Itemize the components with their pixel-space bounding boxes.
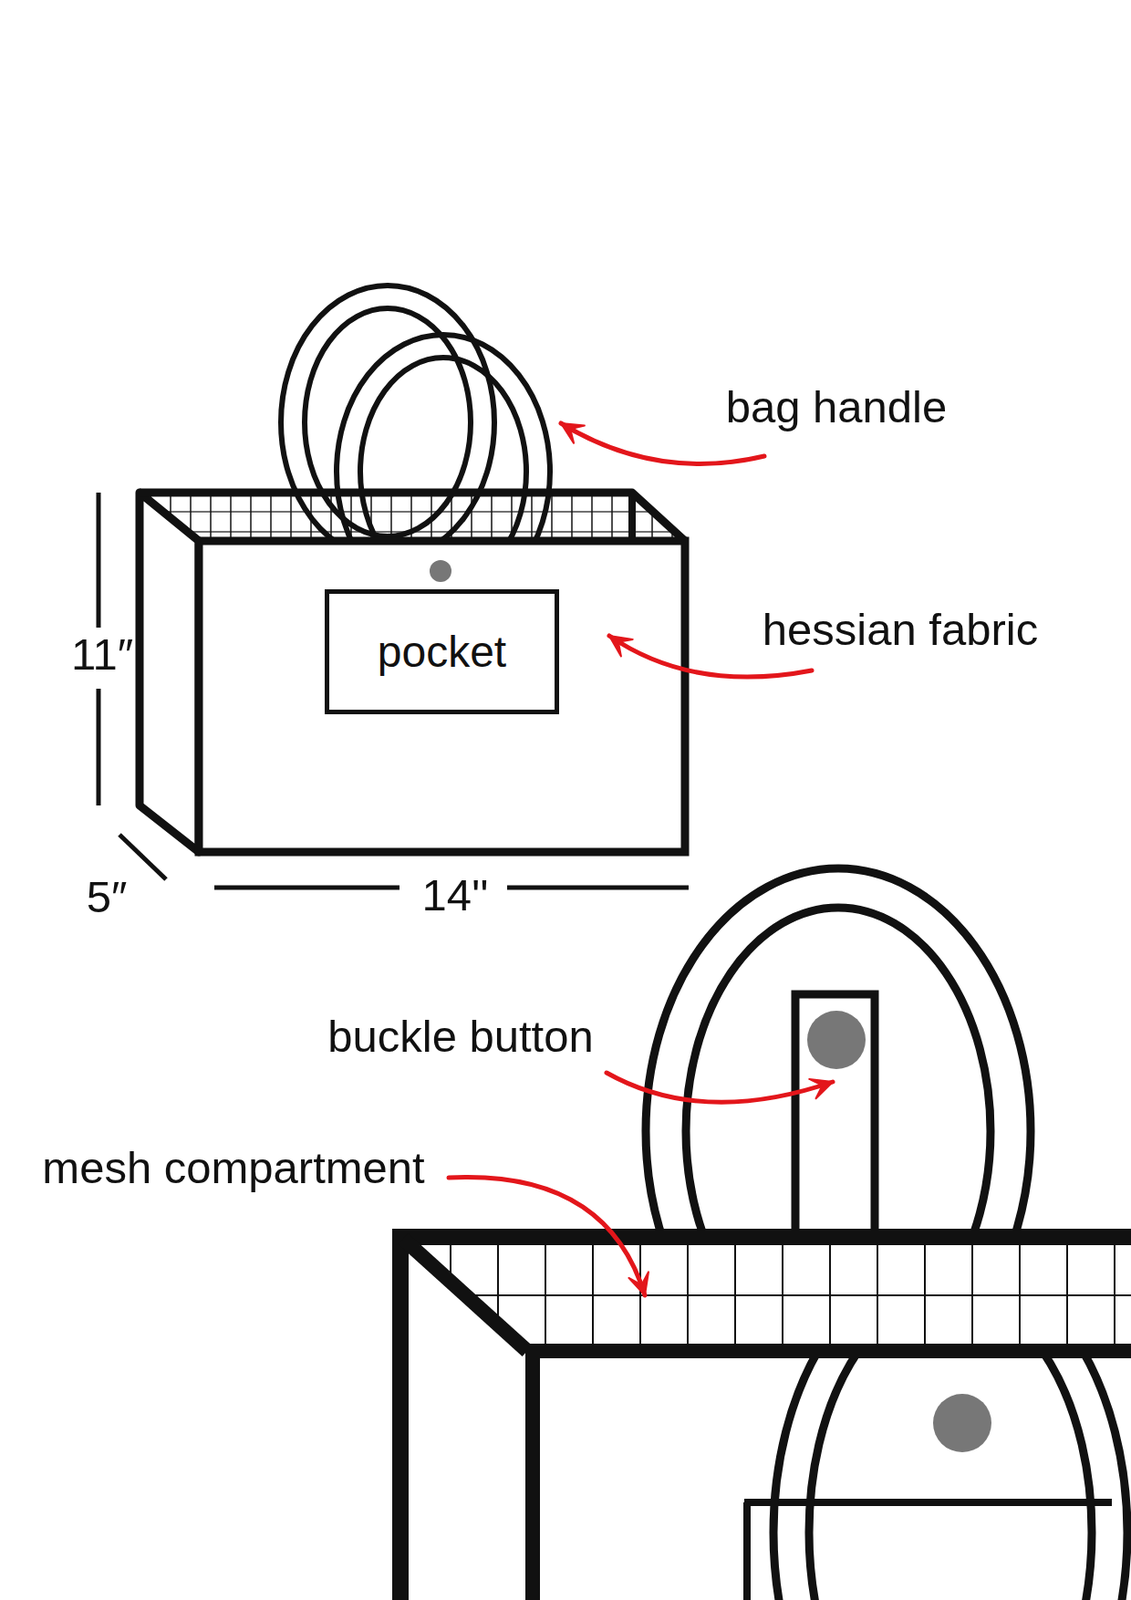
zoom-back-edge xyxy=(392,1228,1131,1246)
leader-arrowhead xyxy=(560,423,585,444)
pocket-button xyxy=(933,1393,992,1453)
leader-line xyxy=(606,1072,833,1102)
zoom-front-edge xyxy=(525,1343,1131,1359)
callout-label: mesh compartment xyxy=(41,1143,425,1194)
top-handle-back xyxy=(280,285,495,560)
zoom-bag xyxy=(392,868,1131,1600)
zoom-side-edge xyxy=(403,1238,528,1351)
leader-arrowhead xyxy=(809,1079,833,1099)
leader-line xyxy=(448,1176,645,1296)
callout-label: bag handle xyxy=(726,383,948,433)
callout-label: buckle button xyxy=(327,1012,594,1062)
dimension-label: 14'' xyxy=(421,871,488,921)
top-front-panel xyxy=(198,540,685,852)
zoom-pocket-side xyxy=(743,1502,751,1600)
dimension-label: 11″ xyxy=(71,630,134,680)
top-back-edge xyxy=(139,492,685,541)
small-button xyxy=(429,560,452,582)
zoom-pocket-top xyxy=(744,1498,1112,1506)
buckle-button xyxy=(807,1010,866,1069)
pocket-box: pocket xyxy=(324,589,560,715)
leader-arrowhead xyxy=(609,635,633,657)
top-back-corner xyxy=(628,492,636,541)
dimension-lines xyxy=(98,492,689,888)
buckle-tab xyxy=(795,994,875,1234)
zoom-body-ground xyxy=(392,1236,1131,1600)
zoom-front-left xyxy=(525,1345,540,1600)
dimension-label: 5″ xyxy=(86,872,128,923)
leader-arrows xyxy=(448,423,833,1296)
pocket-label: pocket xyxy=(377,626,507,677)
top-bag xyxy=(139,285,685,852)
zoom-left-edge xyxy=(392,1236,409,1600)
callout-label: hessian fabric xyxy=(762,605,1038,655)
top-side-panel xyxy=(139,492,199,852)
leader-arrowhead xyxy=(628,1271,649,1296)
